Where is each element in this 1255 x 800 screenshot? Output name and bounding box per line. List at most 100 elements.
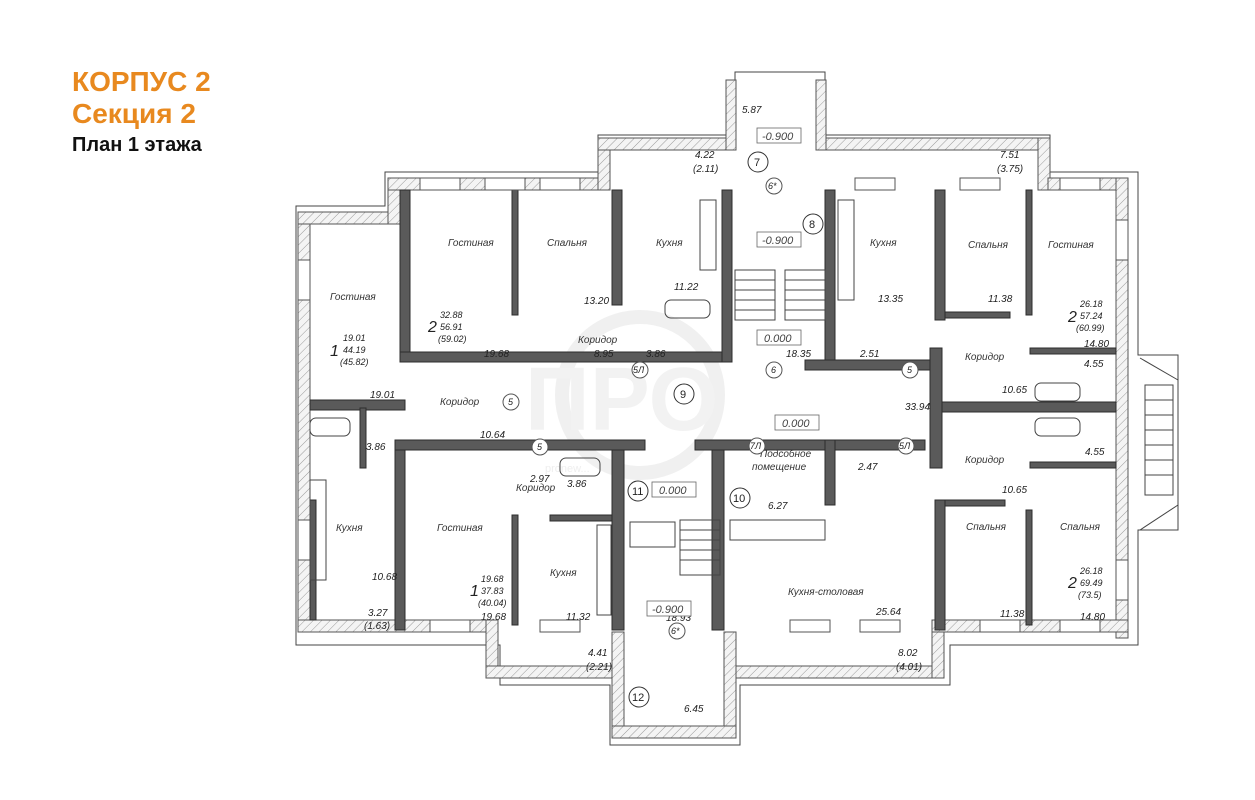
plan-text: 32.88 [440, 310, 463, 320]
plan-text: 5Л [899, 441, 911, 451]
plan-text: 7Л [750, 441, 762, 451]
room-label: помещение [752, 462, 807, 473]
plan-text: 6.27 [768, 501, 788, 512]
plan-text: 12 [632, 692, 644, 704]
plan-text: 0.000 [782, 418, 810, 430]
plan-text: 5.87 [742, 105, 762, 116]
plan-text: 3.86 [646, 349, 666, 360]
plan-text: 19.68 [481, 574, 504, 584]
room-label: Спальня [966, 522, 1007, 533]
room-label: Подсобное [760, 448, 812, 460]
plan-text: 18.93 [666, 613, 691, 624]
plan-text: 7.51 [1000, 150, 1019, 161]
plan-text: (2.11) [693, 164, 718, 175]
plan-text: 26.18 [1079, 566, 1103, 576]
plan-text: -0.900 [762, 235, 794, 247]
plan-text: -0.900 [652, 604, 684, 616]
plan-text: 3.86 [567, 479, 587, 490]
plan-text: 69.49 [1080, 578, 1103, 588]
room-labels: Гостиная Спальня Кухня Кухня Спальня Гос… [330, 238, 1101, 598]
plan-text: 5Л [633, 365, 645, 375]
room-label: Гостиная [1048, 240, 1094, 251]
plan-text: 2 [1067, 575, 1077, 592]
apartment-summary-3: 1 19.68 37.83 (40.04) [470, 574, 507, 608]
plan-text: 37.83 [481, 586, 504, 596]
plan-text: 2 [1067, 309, 1077, 326]
plan-text: 11.38 [988, 294, 1013, 305]
plan-text: 11.32 [566, 612, 591, 623]
room-label: Спальня [968, 240, 1009, 251]
plan-text: 2.47 [857, 462, 878, 473]
plan-text: 11.22 [674, 282, 699, 293]
plan-text: 0.000 [764, 333, 792, 345]
plan-text: 19.01 [343, 333, 366, 343]
stairs-lower [629, 519, 721, 576]
plan-text: 0.000 [659, 485, 687, 497]
apartment-summary-4: 2 26.18 69.49 (73.5) [1067, 566, 1103, 600]
plan-text: 9 [680, 389, 686, 401]
entrance-steps [1144, 384, 1174, 496]
plan-text: 10.64 [480, 430, 505, 441]
room-label: Кухня [656, 238, 683, 249]
plan-text: 56.91 [440, 322, 463, 332]
plan-text: 4.55 [1085, 447, 1105, 458]
watermark-site: pronew... [545, 463, 590, 475]
plan-text: 5 [907, 365, 913, 375]
plan-text: 1 [470, 583, 479, 600]
room-label: Коридор [965, 455, 1005, 466]
room-label: Коридор [516, 483, 556, 494]
plan-text: -0.900 [762, 131, 794, 143]
plan-text: 4.22 [695, 150, 715, 161]
room-label: Коридор [578, 335, 618, 346]
plan-text: (73.5) [1078, 590, 1102, 600]
plan-text: 4.41 [588, 648, 607, 659]
plan-text: 6* [671, 626, 680, 636]
plan-text: (1.63) [364, 621, 390, 632]
plan-text: 8.02 [898, 648, 918, 659]
apartment-summary-2: 2 26.18 57.24 (60.99) [1067, 299, 1105, 333]
plan-text: 6* [768, 181, 777, 191]
plan-text: 1 [330, 343, 339, 360]
plan-text: (4.01) [896, 662, 922, 673]
plan-text: 7 [754, 157, 760, 169]
room-label: Коридор [440, 397, 480, 408]
plan-text: 33.94 [905, 402, 930, 413]
room-label: Кухня [336, 523, 363, 534]
plan-text: (60.99) [1076, 323, 1105, 333]
plan-text: (2.21) [586, 662, 612, 673]
plan-text: 14.80 [1080, 612, 1105, 623]
plan-text: 6 [771, 365, 776, 375]
plan-text: 57.24 [1080, 311, 1103, 321]
room-label: Спальня [1060, 522, 1101, 533]
plan-text: 8 [809, 219, 815, 231]
interior-walls [309, 189, 1117, 631]
plan-text: 44.19 [343, 345, 366, 355]
plan-text: 2.97 [529, 474, 550, 485]
plan-text: 19.01 [370, 390, 395, 401]
fixtures [309, 199, 1081, 616]
plan-text: (40.04) [478, 598, 507, 608]
title-block: КОРПУС 2 Секция 2 План 1 этажа [72, 66, 211, 157]
room-label: Гостиная [437, 523, 483, 534]
plan-text: 14.80 [1084, 339, 1109, 350]
plan-text: 26.18 [1079, 299, 1103, 309]
plan-text: 18.35 [786, 349, 811, 360]
area-labels: 5.87 4.22 (2.11) 7.51 (3.75) 11.22 13.20… [364, 105, 1109, 715]
plan-text: (45.82) [340, 357, 369, 367]
plan-text: 8.95 [594, 349, 614, 360]
room-label: Кухня [550, 568, 577, 579]
plan-text: 19.68 [484, 349, 509, 360]
apartment-summary-1: 1 19.01 44.19 (45.82) [330, 333, 369, 367]
section-title: Секция 2 [72, 98, 196, 129]
plan-text: 6.45 [684, 704, 704, 715]
stairs-upper [734, 269, 826, 321]
room-label: Гостиная [448, 238, 494, 249]
room-label: Гостиная [330, 292, 376, 303]
floor-plan-title: План 1 этажа [72, 134, 202, 156]
space-numbers: 7 8 9 10 11 12 [627, 151, 824, 708]
building-title: КОРПУС 2 [72, 66, 211, 97]
plan-text: 11 [632, 486, 643, 498]
plan-text: 10.68 [372, 572, 397, 583]
plan-text: 3.86 [366, 442, 386, 453]
room-label: Кухня-столовая [788, 587, 864, 598]
